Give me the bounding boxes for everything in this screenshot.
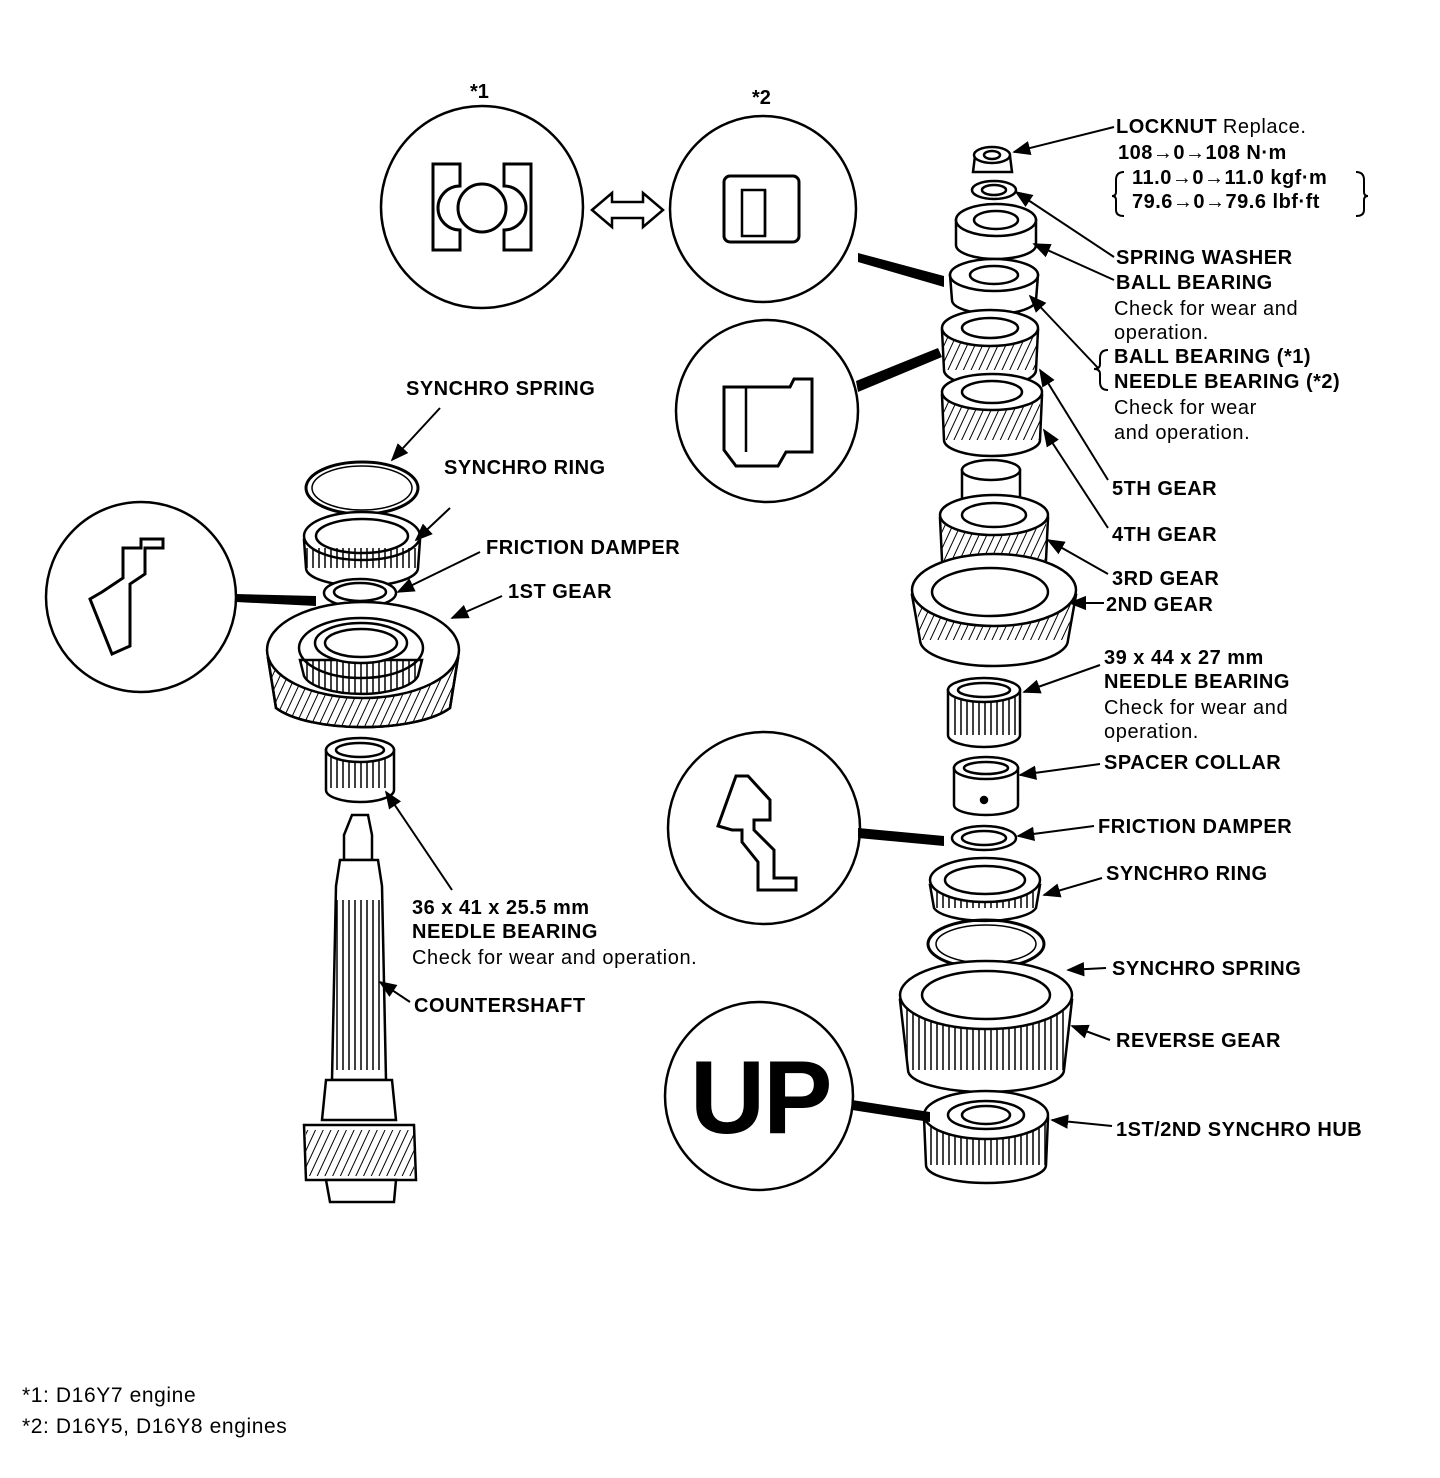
nb39-size: 39 x 44 x 27 mm (1104, 647, 1264, 669)
friction-damper-left-label: FRICTION DAMPER (486, 537, 681, 559)
needle-note-1: Check for wear (1114, 397, 1257, 419)
up-circle (663, 1000, 855, 1192)
detail-circle-1 (379, 104, 585, 310)
detail-circle-2 (668, 114, 858, 304)
nb39-name: NEEDLE BEARING (1104, 671, 1290, 693)
needle-note-2: and operation. (1114, 422, 1251, 444)
synchro-ring-right-label: SYNCHRO RING (1106, 863, 1268, 885)
leader-arrows (378, 126, 1115, 1129)
torque-brace-left (1111, 171, 1125, 217)
double-arrow-icon (590, 190, 665, 230)
synchro-spring-right-label: SYNCHRO SPRING (1112, 958, 1302, 980)
gear-2nd-label: 2ND GEAR (1106, 594, 1214, 616)
gear-1st-label: 1ST GEAR (508, 581, 613, 603)
locknut-label: LOCKNUT Replace. (1116, 115, 1307, 140)
reverse-gear-label: REVERSE GEAR (1116, 1030, 1281, 1052)
up-symbol: UP (690, 1040, 832, 1156)
torque-lbf: 79.6→0→79.6 lbf·ft (1132, 191, 1320, 213)
marker-2: *2 (752, 87, 771, 109)
synchro-hub-label: 1ST/2ND SYNCHRO HUB (1116, 1119, 1363, 1141)
nb36-size: 36 x 41 x 25.5 mm (412, 897, 590, 919)
footnote-1: *1: D16Y7 engine (22, 1384, 197, 1407)
nb39-note-2: operation. (1104, 721, 1199, 743)
synchro-ring-left-label: SYNCHRO RING (444, 457, 606, 479)
locknut-name: LOCKNUT (1116, 116, 1218, 138)
ball-bearing-1-label: BALL BEARING (*1) (1114, 346, 1312, 368)
gear-5th-label: 5TH GEAR (1112, 478, 1218, 500)
ball-bearing-label: BALL BEARING (1116, 272, 1273, 294)
torque-brace-right (1355, 171, 1369, 217)
nb39-note-1: Check for wear and (1104, 697, 1289, 719)
countershaft-label: COUNTERSHAFT (414, 995, 586, 1017)
spacer-collar-label: SPACER COLLAR (1104, 752, 1282, 774)
countershaft-assembly (265, 460, 461, 1204)
ball-bearing-note-2: operation. (1114, 322, 1209, 344)
spring-washer-label: SPRING WASHER (1116, 247, 1293, 269)
bearing-brace (1093, 349, 1109, 391)
torque-nm: 108→0→108 N·m (1118, 142, 1287, 164)
footnote-2: *2: D16Y5, D16Y8 engines (22, 1415, 288, 1438)
detail-circle-left (44, 500, 238, 694)
synchro-spring-left-label: SYNCHRO SPRING (406, 378, 596, 400)
gear-3rd-label: 3RD GEAR (1112, 568, 1220, 590)
nb36-name: NEEDLE BEARING (412, 921, 598, 943)
marker-1: *1 (470, 81, 489, 103)
nb36-note: Check for wear and operation. (412, 947, 698, 969)
detail-circle-3 (674, 318, 860, 504)
needle-bearing-2-label: NEEDLE BEARING (*2) (1114, 371, 1341, 393)
locknut-note: Replace. (1222, 116, 1307, 138)
detail-circle-friction-damper (666, 730, 862, 926)
torque-kgf: 11.0→0→11.0 kgf·m (1132, 167, 1328, 189)
gear-4th-label: 4TH GEAR (1112, 524, 1218, 546)
friction-damper-right-label: FRICTION DAMPER (1098, 816, 1293, 838)
mainshaft-assembly (898, 145, 1078, 1185)
ball-bearing-note-1: Check for wear and (1114, 298, 1299, 320)
